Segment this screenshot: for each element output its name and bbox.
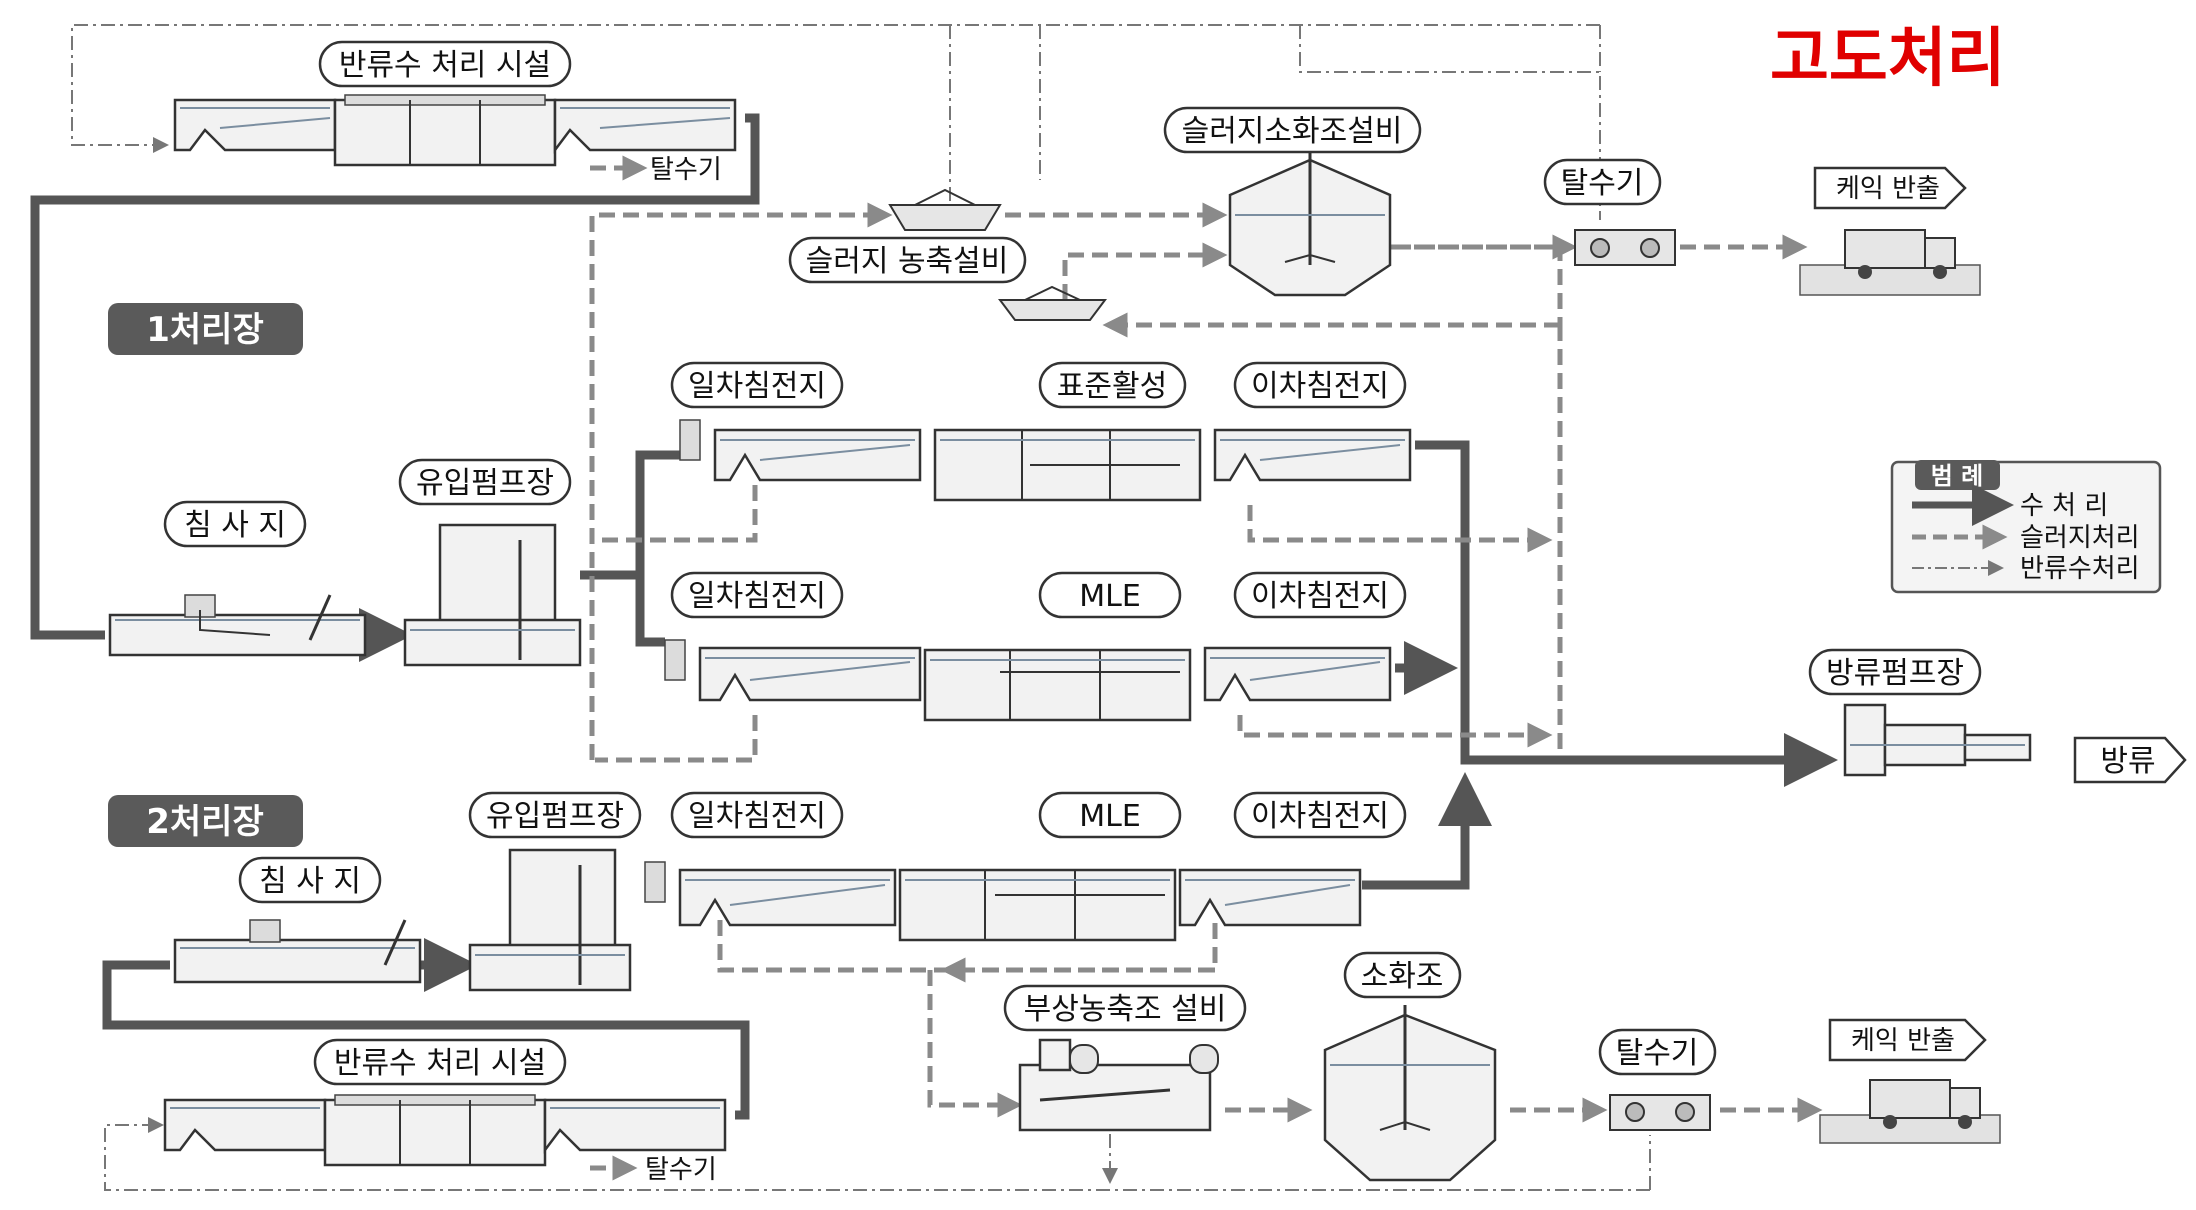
discharge-pump-drawing [1843, 703, 2032, 777]
svg-text:이차침전지: 이차침전지 [1251, 579, 1389, 614]
svg-text:케익 반출: 케익 반출 [1851, 1026, 1955, 1056]
svg-text:MLE: MLE [1079, 799, 1141, 834]
label-p2-cake-out: 케익 반출 [1828, 1018, 1987, 1062]
sludge-lines [589, 155, 1823, 1181]
p2-grit-chamber-drawing [173, 919, 422, 984]
p2-digester-drawing [1323, 1005, 1497, 1182]
label-p1b-primary: 일차침전지 [670, 571, 844, 619]
label-p1a-primary: 일차침전지 [670, 361, 844, 409]
label-discharge: 방류 [2073, 736, 2187, 784]
p2-cake-truck-drawing [1819, 1079, 2001, 1144]
label-p1-inflow-pump: 유입펌프장 [398, 458, 572, 506]
p1-dewater-drawing [1574, 229, 1676, 266]
label-p2-secondary: 이차침전지 [1233, 791, 1407, 839]
svg-text:일차침전지: 일차침전지 [688, 579, 826, 614]
label-p2-daf: 부상농축조 설비 [1003, 984, 1247, 1032]
legend-title: 범 례 [1931, 462, 1984, 490]
legend-item-return: 반류수처리 [2020, 554, 2140, 584]
label-p2-return-facility: 반류수 처리 시설 [313, 1038, 567, 1086]
svg-text:2처리장: 2처리장 [146, 802, 264, 842]
p2-return-facility-drawing [163, 1094, 727, 1167]
svg-text:슬러지소화조설비: 슬러지소화조설비 [1182, 114, 1403, 149]
svg-text:표준활성: 표준활성 [1057, 369, 1167, 404]
second-thickener-drawing [998, 285, 1107, 321]
svg-text:이차침전지: 이차침전지 [1251, 369, 1389, 404]
svg-text:침 사 지: 침 사 지 [184, 508, 286, 543]
p1a-primary-drawing [679, 419, 922, 482]
legend-item-sludge: 슬러지처리 [2020, 523, 2140, 553]
label-p1a-secondary: 이차침전지 [1233, 361, 1407, 409]
p2-primary-drawing [644, 861, 897, 927]
svg-text:케익 반출: 케익 반출 [1836, 174, 1940, 204]
p1a-bio-drawing [933, 428, 1202, 502]
label-p2-primary: 일차침전지 [670, 791, 844, 839]
legend: 범 례 수 처 리 슬러지처리 반류수처리 [1890, 460, 2162, 594]
p1-grit-chamber-drawing [108, 594, 367, 657]
label-p1-cake-out: 케익 반출 [1813, 166, 1967, 210]
legend-item-water: 수 처 리 [2020, 491, 2108, 521]
label-p2-bio: MLE [1038, 791, 1182, 839]
p2-bio-drawing [898, 868, 1177, 942]
svg-text:소화조: 소화조 [1361, 959, 1444, 994]
svg-text:이차침전지: 이차침전지 [1251, 799, 1389, 834]
svg-text:MLE: MLE [1079, 579, 1141, 614]
p1b-secondary-drawing [1203, 646, 1392, 702]
plant2-badge: 2처리장 [108, 795, 303, 847]
svg-text:일차침전지: 일차침전지 [688, 799, 826, 834]
water-lines [30, 113, 1838, 1120]
label-p1a-bio: 표준활성 [1038, 361, 1187, 409]
page-title: 고도처리 [1770, 22, 2006, 96]
p1a-secondary-drawing [1213, 428, 1412, 482]
p1b-primary-drawing [664, 639, 922, 702]
svg-text:반류수 처리 시설: 반류수 처리 시설 [334, 1046, 546, 1081]
label-p2-digester: 소화조 [1343, 951, 1462, 999]
p1-cake-truck-drawing [1799, 229, 1981, 296]
svg-text:방류: 방류 [2100, 744, 2155, 779]
label-p2-return-dewater: 탈수기 [645, 1155, 717, 1185]
svg-text:일차침전지: 일차침전지 [688, 369, 826, 404]
svg-text:유입펌프장: 유입펌프장 [486, 799, 624, 834]
svg-text:탈수기: 탈수기 [1616, 1036, 1699, 1071]
label-p1-grit: 침 사 지 [163, 500, 307, 548]
label-p1-dewater: 탈수기 [1543, 158, 1662, 206]
label-discharge-pump: 방류펌프장 [1808, 648, 1982, 696]
label-p1-return-facility: 반류수 처리 시설 [318, 40, 572, 88]
svg-text:방류펌프장: 방류펌프장 [1826, 656, 1964, 691]
label-p1b-secondary: 이차침전지 [1233, 571, 1407, 619]
label-p1-sludge-thickener: 슬러지 농축설비 [788, 236, 1027, 284]
svg-text:침 사 지: 침 사 지 [259, 864, 361, 899]
p1b-bio-drawing [923, 648, 1192, 722]
p2-secondary-drawing [1178, 868, 1362, 927]
plant1-badge: 1처리장 [108, 303, 303, 355]
p2-dewater-drawing [1609, 1094, 1711, 1131]
svg-text:유입펌프장: 유입펌프장 [416, 466, 554, 501]
p1-inflow-pump-drawing [403, 523, 582, 667]
label-p1b-bio: MLE [1038, 571, 1182, 619]
label-digester-facility: 슬러지소화조설비 [1163, 106, 1422, 154]
return-water-lines [71, 24, 1651, 1191]
digester-drawing [1228, 150, 1392, 297]
p1-sludge-thickener-drawing [888, 188, 1002, 231]
svg-text:부상농축조 설비: 부상농축조 설비 [1024, 992, 1227, 1027]
svg-text:반류수 처리 시설: 반류수 처리 시설 [339, 48, 551, 83]
label-p2-grit: 침 사 지 [238, 856, 382, 904]
svg-text:1처리장: 1처리장 [146, 310, 264, 350]
p2-daf-drawing [1018, 1038, 1219, 1132]
p2-inflow-pump-drawing [468, 848, 632, 992]
svg-text:탈수기: 탈수기 [1561, 166, 1644, 201]
p1-return-facility-drawing [173, 94, 737, 167]
label-p2-inflow-pump: 유입펌프장 [468, 791, 642, 839]
label-p1-return-dewater: 탈수기 [650, 155, 722, 185]
label-p2-dewater: 탈수기 [1598, 1028, 1717, 1076]
svg-text:슬러지 농축설비: 슬러지 농축설비 [806, 244, 1009, 279]
